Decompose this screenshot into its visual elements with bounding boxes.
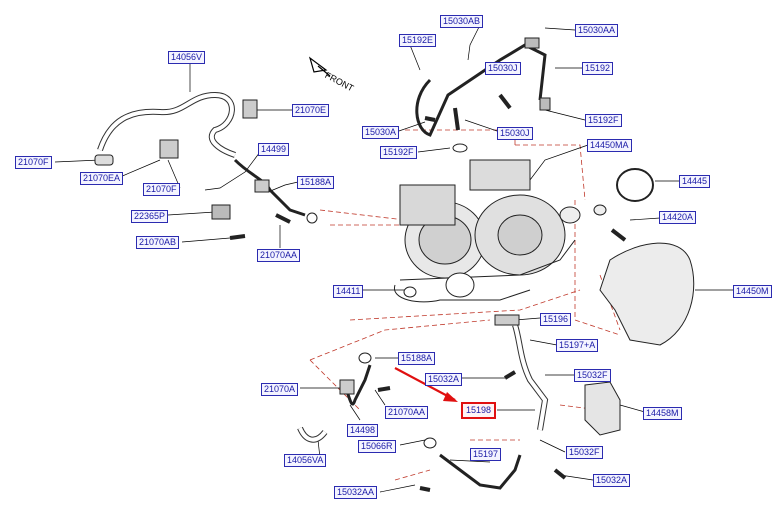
front-arrow-icon bbox=[308, 56, 331, 77]
heat-shield-14458m bbox=[584, 381, 621, 436]
part-drawings bbox=[94, 37, 695, 492]
part-label-15196[interactable]: 15196 bbox=[540, 313, 572, 326]
part-label-14445[interactable]: 14445 bbox=[679, 175, 711, 188]
part-label-15030j[interactable]: 15030J bbox=[497, 127, 533, 140]
part-label-14450ma[interactable]: 14450MA bbox=[587, 139, 632, 152]
part-label-15032a-mid[interactable]: 15032A bbox=[425, 373, 463, 386]
part-label-14498[interactable]: 14498 bbox=[347, 424, 379, 437]
part-label-15030aa[interactable]: 15030AA bbox=[575, 24, 619, 37]
part-label-14458m[interactable]: 14458M bbox=[643, 407, 682, 420]
part-label-15066r[interactable]: 15066R bbox=[358, 440, 396, 453]
part-label-14420a[interactable]: 14420A bbox=[659, 211, 697, 224]
part-label-15192f-left[interactable]: 15192F bbox=[380, 146, 417, 159]
part-label-21070f-mid[interactable]: 21070F bbox=[143, 183, 180, 196]
part-label-14411[interactable]: 14411 bbox=[333, 285, 364, 298]
part-label-14499[interactable]: 14499 bbox=[258, 143, 290, 156]
part-label-14056va[interactable]: 14056VA bbox=[284, 454, 327, 467]
part-label-21070a[interactable]: 21070A bbox=[261, 383, 299, 396]
part-label-22365p[interactable]: 22365P bbox=[131, 210, 169, 223]
part-label-21070ab[interactable]: 21070AB bbox=[136, 236, 180, 249]
part-label-15192e[interactable]: 15192E bbox=[399, 34, 437, 47]
part-label-14450m[interactable]: 14450M bbox=[733, 285, 772, 298]
part-label-15030ab[interactable]: 15030AB bbox=[440, 15, 484, 28]
part-label-21070aa[interactable]: 21070AA bbox=[257, 249, 301, 262]
heat-shield-14450m bbox=[599, 242, 695, 346]
part-label-15188a-bottom[interactable]: 15188A bbox=[398, 352, 436, 365]
turbocharger-body bbox=[394, 159, 607, 303]
part-label-15192[interactable]: 15192 bbox=[582, 62, 614, 75]
part-label-15197[interactable]: 15197 bbox=[470, 448, 502, 461]
part-label-21070ea[interactable]: 21070EA bbox=[80, 172, 124, 185]
part-label-14056v[interactable]: 14056V bbox=[168, 51, 206, 64]
part-label-15030a[interactable]: 15030A bbox=[362, 126, 400, 139]
part-label-15032a-right[interactable]: 15032A bbox=[593, 474, 631, 487]
part-label-21070e[interactable]: 21070E bbox=[292, 104, 330, 117]
gasket-14445 bbox=[616, 168, 654, 202]
part-label-15032f-bottom[interactable]: 15032F bbox=[566, 446, 603, 459]
part-label-15032f-top[interactable]: 15032F bbox=[574, 369, 611, 382]
part-label-15188a-top[interactable]: 15188A bbox=[297, 176, 335, 189]
part-label-15198-highlighted[interactable]: 15198 bbox=[461, 402, 497, 419]
part-label-15197a[interactable]: 15197+A bbox=[556, 339, 599, 352]
leader-lines bbox=[54, 24, 733, 493]
part-label-15030j-top[interactable]: 15030J bbox=[485, 62, 521, 75]
part-label-21070aa-bottom[interactable]: 21070AA bbox=[385, 406, 429, 419]
part-label-15032aa[interactable]: 15032AA bbox=[334, 486, 378, 499]
part-label-15192f-right[interactable]: 15192F bbox=[585, 114, 622, 127]
part-label-21070f-left[interactable]: 21070F bbox=[15, 156, 52, 169]
